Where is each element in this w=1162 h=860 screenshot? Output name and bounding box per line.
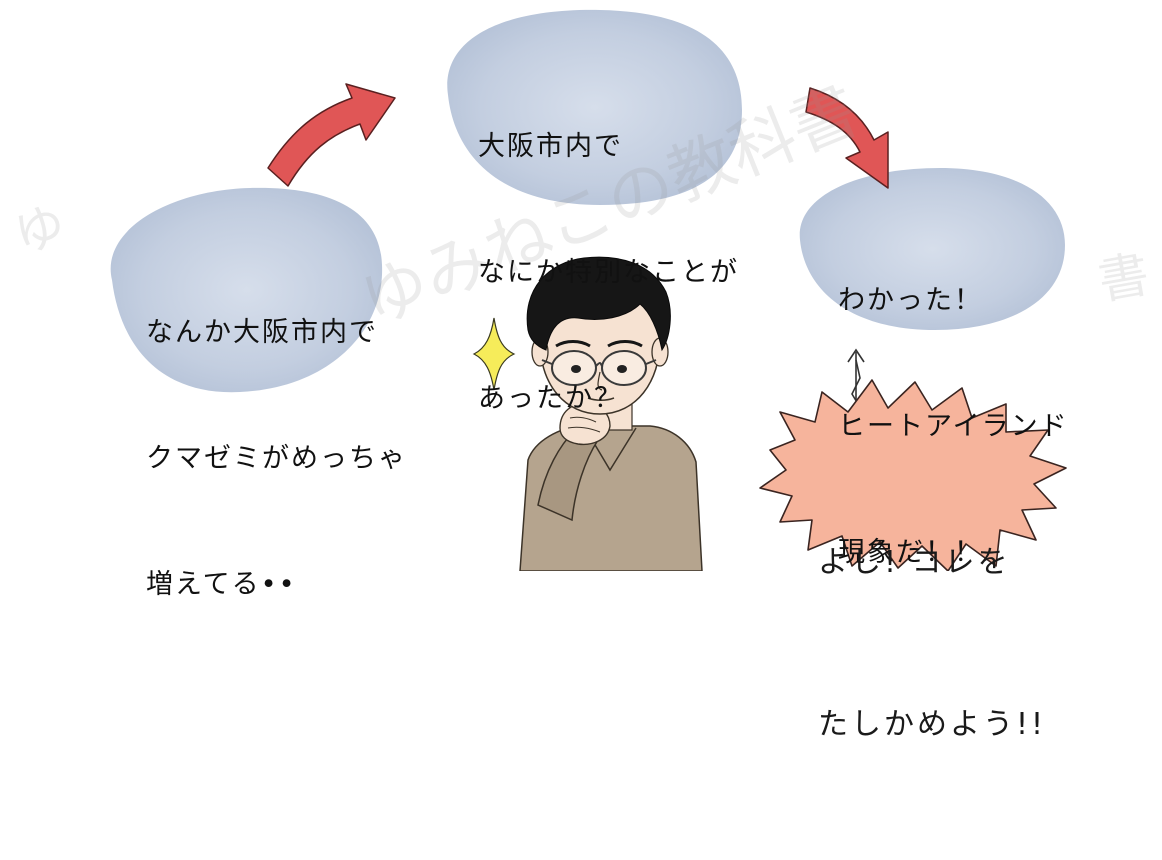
thought-text-left-line-1: なんか大阪市内で	[146, 317, 378, 348]
speech-burst-text-line-1: よし! コレを	[818, 545, 1011, 580]
pointer-arrow	[847, 348, 865, 405]
thought-text-middle-line-2: なにか特別なことが	[478, 257, 739, 288]
speech-burst-text: よし! コレを たしかめよう!!	[818, 428, 1046, 860]
thought-bubble-left	[110, 187, 383, 393]
man-character	[519, 256, 703, 571]
thought-text-middle: 大阪市内で なにか特別なことが あったか？	[478, 42, 739, 504]
thought-text-right-line-2: ヒートアイランド	[838, 411, 1069, 442]
thought-bubble-right	[799, 168, 1065, 330]
thought-text-middle-line-3: あったか？	[478, 383, 623, 414]
hair	[526, 256, 671, 352]
speech-burst	[759, 379, 1067, 571]
thought-text-right-line-3: 現象だ！！	[838, 537, 983, 568]
thought-text-left-line-3: 増えてる••	[146, 569, 297, 600]
thought-text-left-line-2: クマゼミがめっちゃ	[146, 443, 407, 474]
thought-text-right-line-1: わかった！	[838, 285, 983, 316]
sparkle-icon	[472, 317, 516, 391]
arrow-middle-to-right	[805, 87, 889, 189]
illustration-art	[110, 9, 1067, 571]
illustration: ゆみねこの教科書 ゆ 書 なんか大阪市内で クマゼミがめっちゃ 増えてる•• 大…	[8, 9, 1153, 742]
arrow-left-to-middle	[267, 83, 396, 187]
thought-text-left: なんか大阪市内で クマゼミがめっちゃ 増えてる••	[146, 228, 407, 690]
thought-bubble-middle	[447, 9, 742, 205]
speech-burst-text-line-2: たしかめよう!!	[818, 707, 1047, 742]
thought-text-middle-line-1: 大阪市内で	[478, 131, 623, 162]
thought-text-right: わかった！ ヒートアイランド 現象だ！！	[838, 196, 1069, 658]
